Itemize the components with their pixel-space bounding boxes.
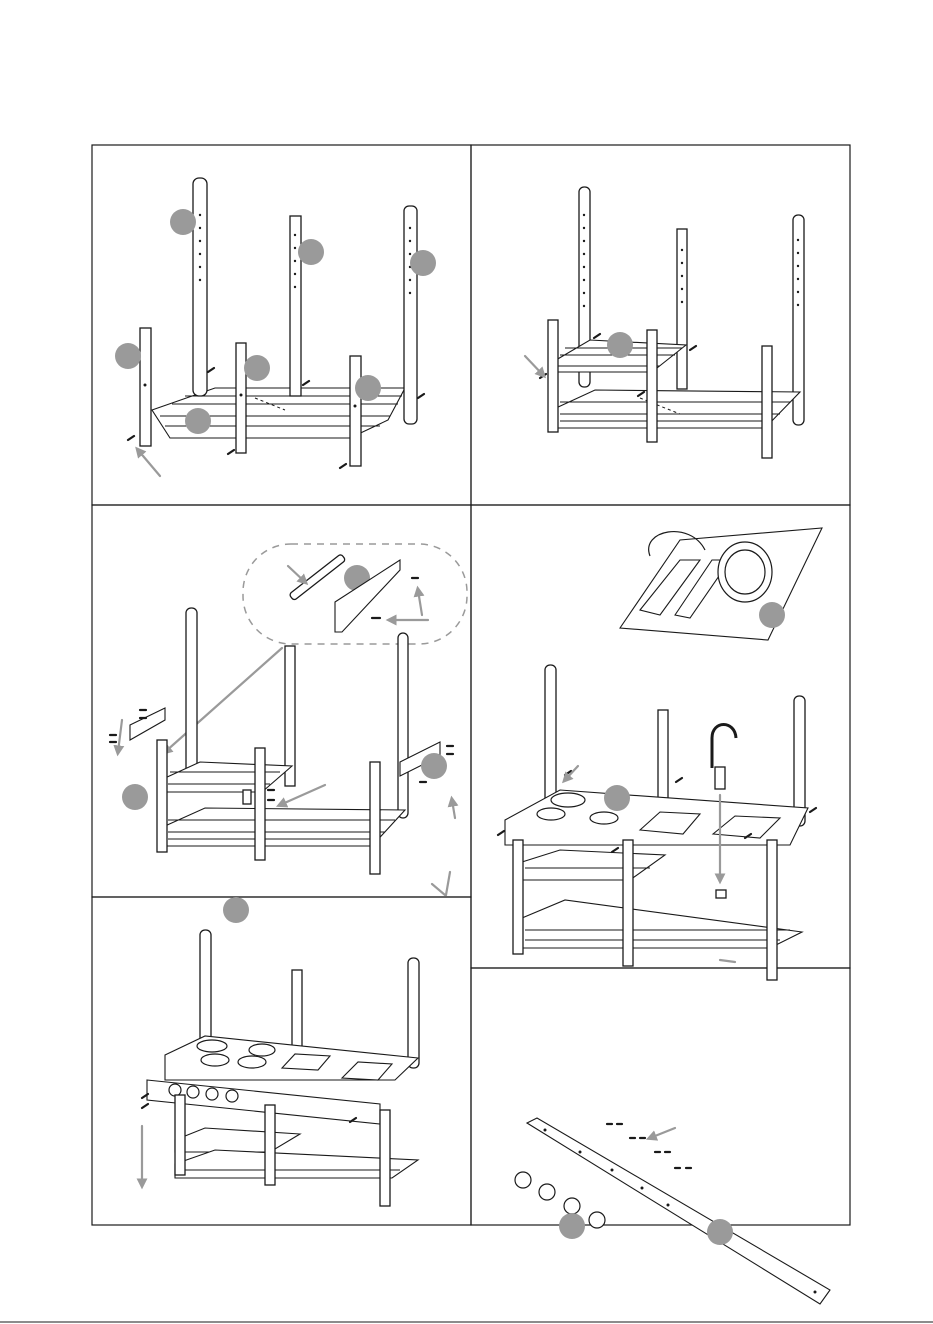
step-callout-marker — [707, 1219, 733, 1245]
step-6-illustration — [515, 1118, 830, 1304]
step-callout-marker — [559, 1213, 585, 1239]
front-mid-short-post — [647, 330, 657, 442]
step-1-illustration — [115, 178, 436, 476]
stove-burner — [201, 1054, 229, 1066]
front-right-short-post — [350, 356, 361, 466]
step-callout-marker — [421, 753, 447, 779]
step-callout-marker — [223, 897, 249, 923]
bottom-shelf — [165, 808, 405, 846]
front-right-short-post — [762, 346, 772, 458]
rear-mid-tall-post — [677, 229, 687, 389]
side-board-left — [130, 708, 165, 740]
stove-burner — [238, 1056, 266, 1068]
step-callout-marker — [122, 784, 148, 810]
front-left-short-post — [548, 320, 558, 432]
rear-mid-tall-post — [290, 216, 301, 396]
step-2-illustration — [525, 187, 804, 458]
front-mid-short-post — [236, 343, 246, 453]
middle-shelf — [175, 1128, 300, 1152]
step-callout-marker — [759, 602, 785, 628]
stove-burner — [551, 793, 585, 807]
middle-shelf — [165, 762, 292, 792]
step-5-illustration — [142, 930, 419, 1206]
step-callout-marker — [607, 332, 633, 358]
step-callout-marker — [604, 785, 630, 811]
faucet — [712, 725, 736, 769]
direction-arrow — [650, 1128, 675, 1138]
step-4-illustration — [498, 528, 822, 980]
direction-arrow — [138, 450, 160, 476]
stove-burner — [590, 812, 618, 824]
direction-arrow — [525, 356, 543, 375]
bottom-shelf — [522, 900, 802, 948]
stove-burner — [249, 1044, 275, 1056]
step-3-illustration — [110, 544, 467, 895]
screw-icon — [607, 1124, 691, 1168]
rear-left-tall-post — [193, 178, 207, 396]
rear-right-tall-post — [404, 206, 417, 424]
stove-knobs — [515, 1172, 605, 1228]
stove-burner — [197, 1040, 227, 1052]
stove-burner — [537, 808, 565, 820]
front-left-short-post — [140, 328, 151, 446]
middle-shelf — [522, 850, 665, 880]
